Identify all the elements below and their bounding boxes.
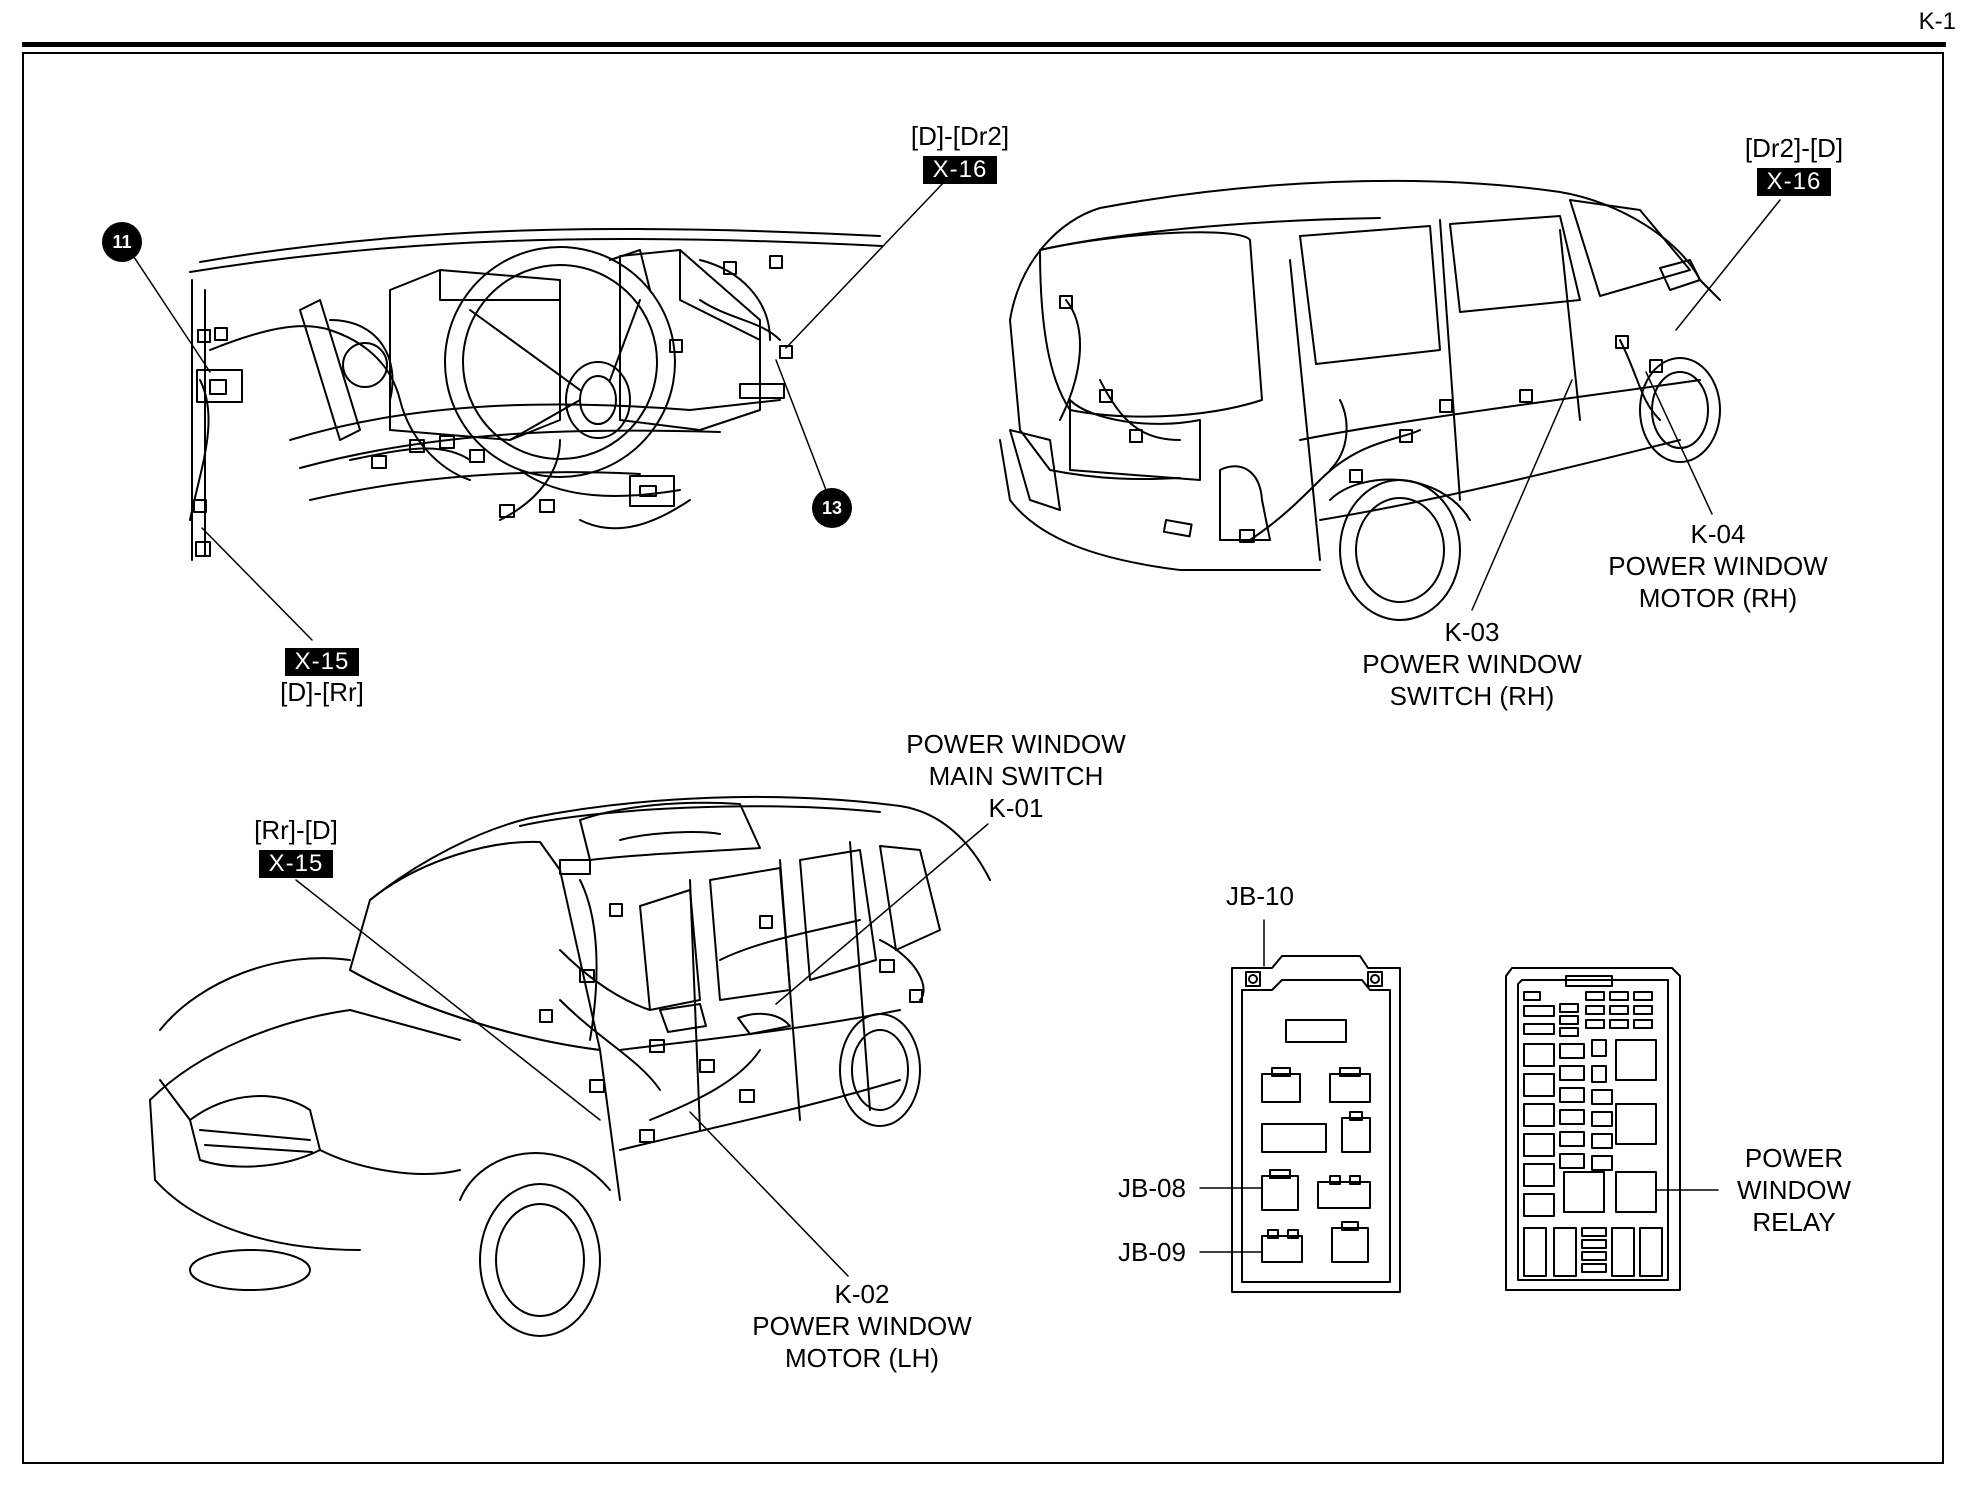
component-name-line2: MOTOR (LH) (784, 1343, 940, 1373)
leader-k04 (1645, 371, 1713, 515)
leader-c11 (127, 247, 211, 373)
component-name-line1: POWER WINDOW (1362, 649, 1582, 679)
label-power-window-relay: POWER WINDOW RELAY (1714, 1142, 1874, 1238)
leader-k03 (1471, 379, 1573, 611)
relay-box (1505, 967, 1681, 1291)
component-code: K-03 (1444, 617, 1500, 647)
label-k03: K-03 POWER WINDOW SWITCH (RH) (1332, 616, 1612, 712)
rear-van-illustration (999, 179, 1721, 621)
dashboard-illustration (189, 227, 883, 561)
leader-x15-dash (201, 527, 313, 641)
component-code: K-02 (834, 1279, 890, 1309)
callout-13: 13 (812, 488, 852, 528)
component-name-line2: MAIN SWITCH (928, 761, 1104, 791)
label-x16-dash: [D]-[Dr2] X-16 (900, 120, 1020, 184)
connector-code: [D]-[Rr] (280, 677, 364, 707)
component-name-line2: MOTOR (RH) (1638, 583, 1798, 613)
label-k04: K-04 POWER WINDOW MOTOR (RH) (1578, 518, 1858, 614)
connector-code: [D]-[Dr2] (910, 121, 1010, 151)
label-k01: POWER WINDOW MAIN SWITCH K-01 (876, 728, 1156, 824)
component-code: K-04 (1690, 519, 1746, 549)
frame-top-rule (22, 42, 1946, 47)
label-x15-front: [Rr]-[D] X-15 (236, 814, 356, 878)
connector-code: [Rr]-[D] (254, 815, 338, 845)
diagram-frame (22, 52, 1944, 1464)
component-code: K-01 (988, 793, 1044, 823)
connector-tag: X-15 (284, 648, 360, 676)
label-x15-dash: X-15 [D]-[Rr] (262, 644, 382, 708)
leader-x16-dash (785, 179, 947, 349)
component-name-line2: SWITCH (RH) (1389, 681, 1555, 711)
leader-c13 (775, 359, 827, 491)
label-jb10: JB-10 (1226, 881, 1294, 911)
callout-11: 11 (102, 222, 142, 262)
page-number: K-1 (1918, 8, 1956, 35)
label-x16-rear: [Dr2]-[D] X-16 (1734, 132, 1854, 196)
label-jb09: JB-09 (1118, 1237, 1186, 1267)
leader-x15-front (295, 879, 601, 1121)
connector-tag: X-16 (922, 156, 998, 184)
label-k02: K-02 POWER WINDOW MOTOR (LH) (722, 1278, 1002, 1374)
leader-k01 (775, 823, 989, 1005)
relay-label-line2: WINDOW (1736, 1175, 1852, 1205)
leader-k02 (689, 1111, 849, 1277)
component-name-line1: POWER WINDOW (906, 729, 1126, 759)
relay-label-line1: POWER (1744, 1143, 1844, 1173)
junction-box (1231, 955, 1401, 1293)
connector-code: [Dr2]-[D] (1744, 133, 1844, 163)
label-jb08: JB-08 (1118, 1173, 1186, 1203)
component-name-line1: POWER WINDOW (752, 1311, 972, 1341)
component-name-line1: POWER WINDOW (1608, 551, 1828, 581)
front-van-illustration (149, 795, 991, 1337)
connector-tag: X-16 (1756, 168, 1832, 196)
connector-tag: X-15 (258, 850, 334, 878)
leader-x16-rear (1675, 199, 1781, 331)
relay-label-line3: RELAY (1752, 1207, 1836, 1237)
